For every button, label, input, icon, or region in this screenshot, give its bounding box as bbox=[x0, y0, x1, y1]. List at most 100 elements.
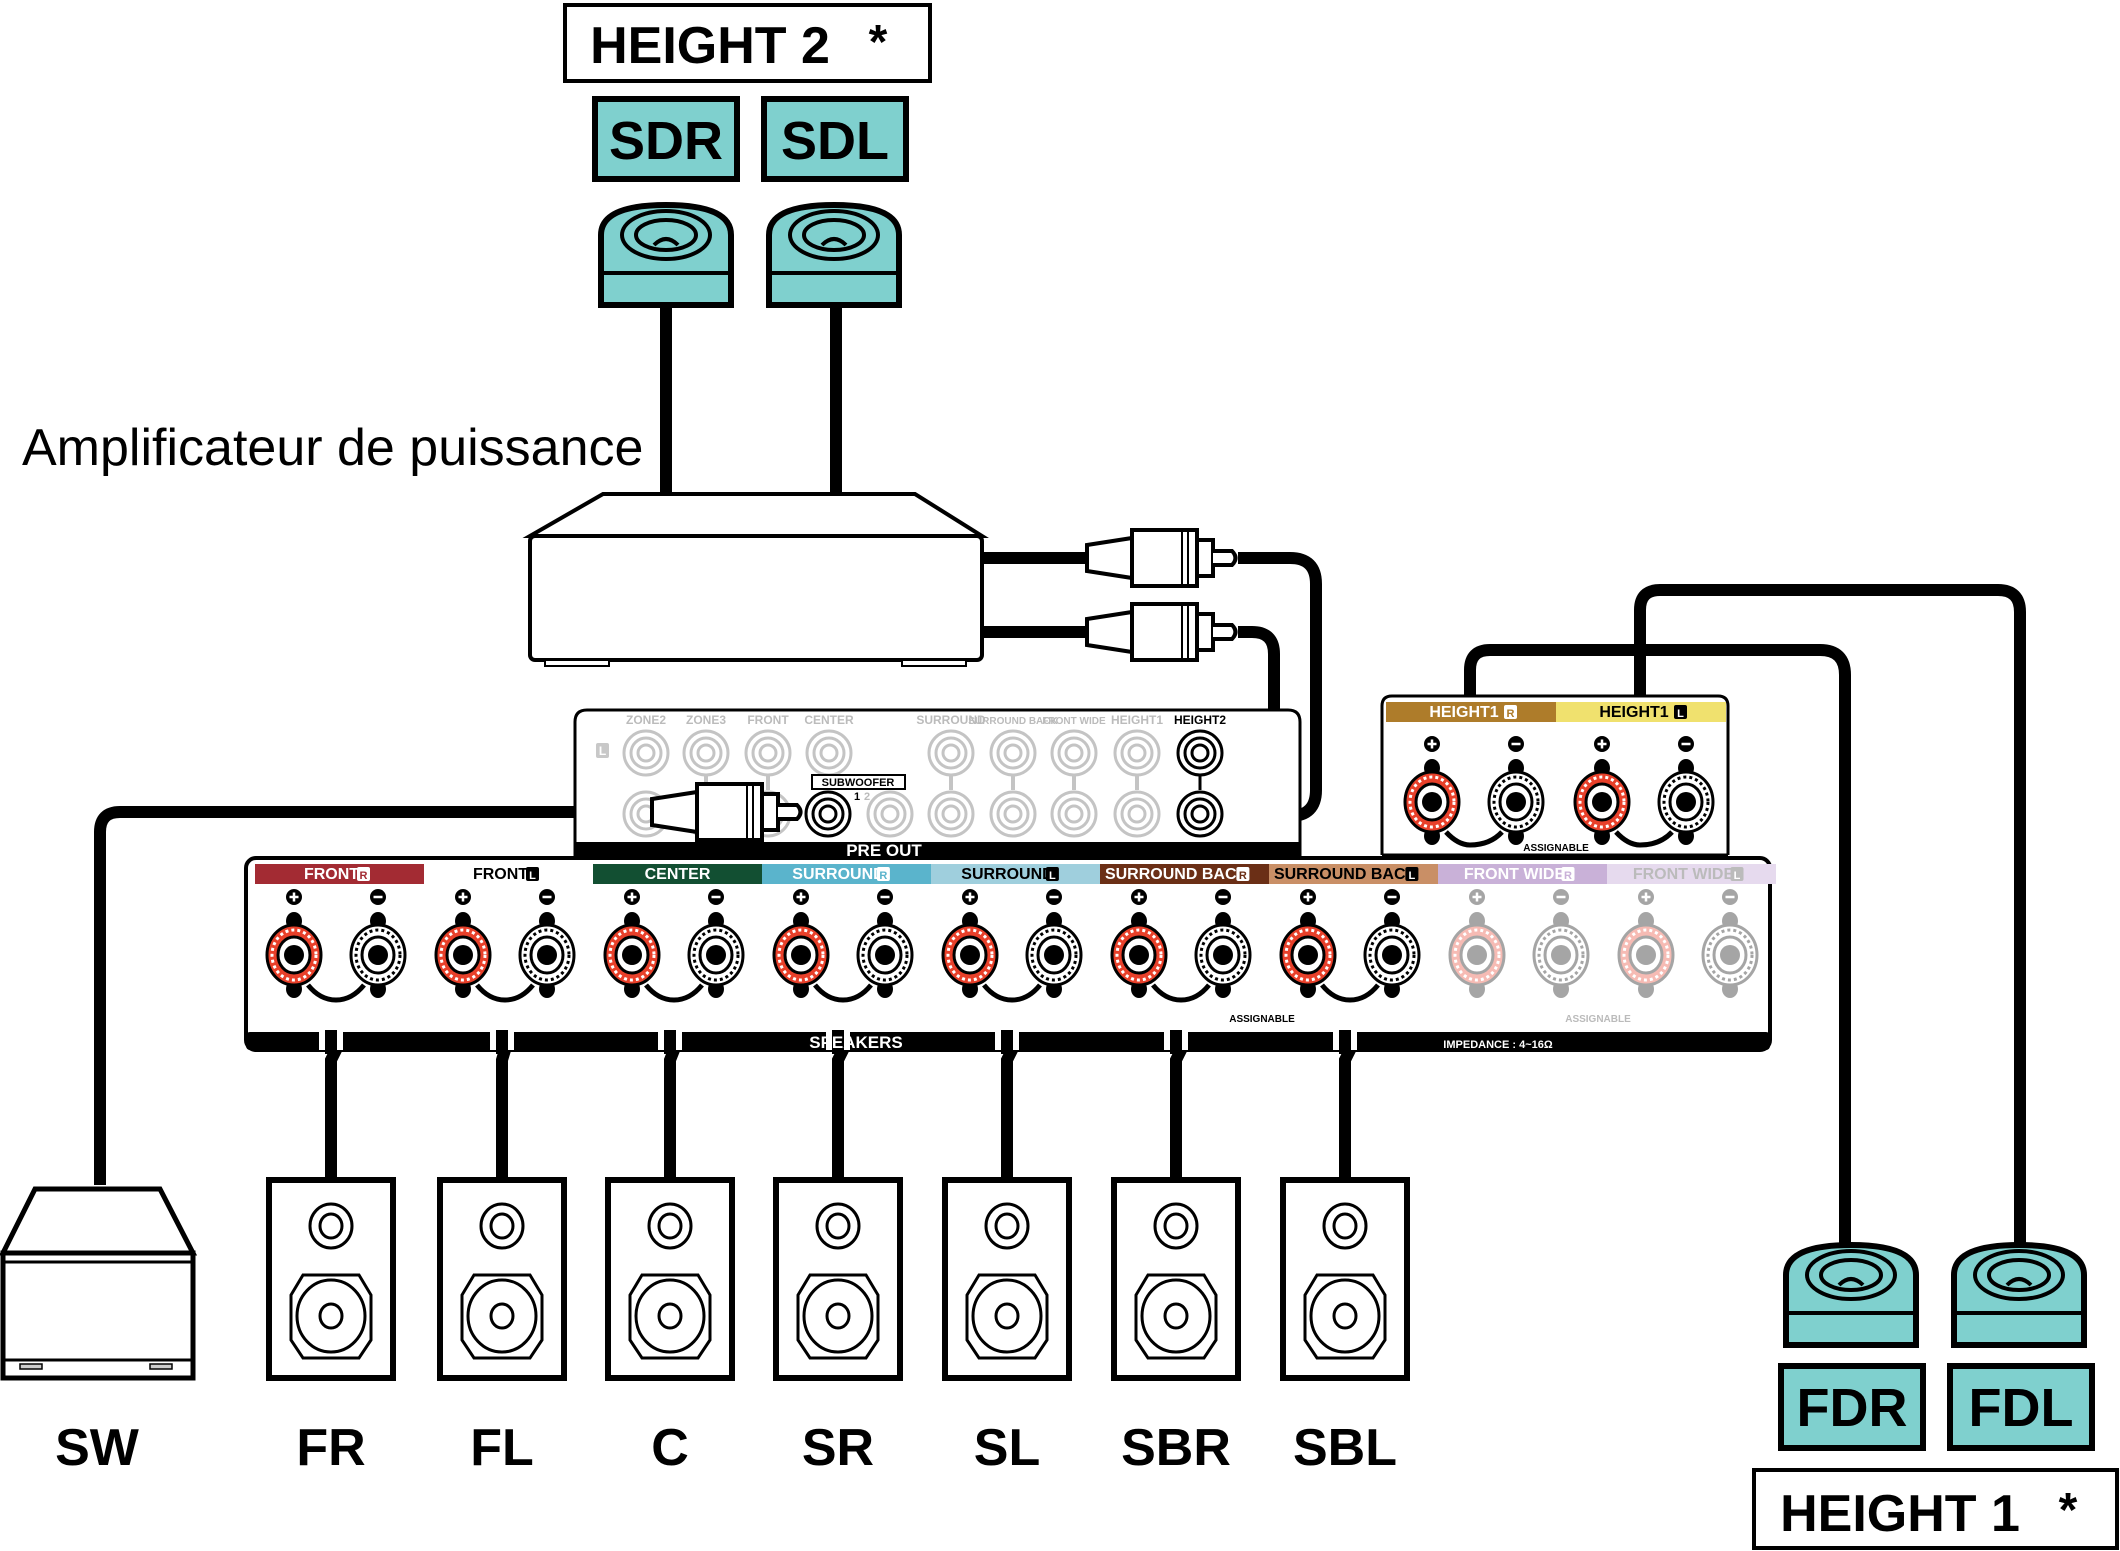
terminal-positive bbox=[1279, 912, 1337, 998]
speaker-label-c: C bbox=[651, 1419, 689, 1477]
terminal-knurl bbox=[270, 928, 318, 982]
height1-assignable: ASSIGNABLE bbox=[1523, 843, 1589, 854]
terminal-ring bbox=[1543, 935, 1579, 975]
preout-title: PRE OUT bbox=[846, 841, 922, 860]
fdl-label: FDL bbox=[1969, 1378, 2074, 1438]
sign-badge bbox=[1469, 889, 1485, 905]
height1-group: FDR FDL HEIGHT 1 * bbox=[1752, 1241, 2119, 1550]
rca-plug-sleeve bbox=[1195, 538, 1215, 578]
terminal-hole bbox=[791, 945, 811, 965]
tweeter-inner bbox=[1332, 1212, 1358, 1240]
woofer-frame bbox=[1303, 1273, 1387, 1360]
speaker-sr: SR bbox=[773, 1177, 903, 1477]
rca-jack-ring-mid bbox=[751, 736, 785, 770]
terminal-wire-positive bbox=[306, 983, 337, 1003]
woofer-cone bbox=[634, 1278, 706, 1354]
bar-cable bbox=[1170, 1030, 1182, 1054]
terminal-hole bbox=[453, 945, 473, 965]
height-speaker-cone-inner bbox=[634, 218, 698, 252]
speakers-title: SPEAKERS bbox=[809, 1033, 903, 1052]
height-speaker-fdl bbox=[1951, 1241, 2087, 1348]
rca-plug-body bbox=[1130, 528, 1199, 588]
sign-badge bbox=[1638, 889, 1654, 905]
preout-l-marker bbox=[596, 743, 609, 758]
bar-cable bbox=[496, 1030, 508, 1054]
rca-plug-collar bbox=[650, 789, 699, 835]
subwoofer-num-2: 2 bbox=[864, 791, 870, 803]
terminal-wire-positive bbox=[1320, 983, 1351, 1003]
tweeter-outer bbox=[647, 1202, 693, 1250]
tweeter-outer bbox=[1153, 1202, 1199, 1250]
woofer-cone bbox=[466, 1278, 538, 1354]
height2-label-box bbox=[563, 3, 932, 83]
terminal-negative bbox=[1194, 912, 1252, 998]
cable-fdr bbox=[1464, 644, 1851, 1255]
terminal-positive bbox=[1448, 912, 1506, 998]
side-marker-box bbox=[1236, 867, 1250, 881]
terminal-knurl bbox=[946, 928, 994, 982]
minus-icon bbox=[708, 889, 724, 905]
height1-label: HEIGHT 1 bbox=[1780, 1485, 2020, 1543]
terminal-negative bbox=[349, 912, 407, 998]
speaker-label-sl: SL bbox=[974, 1419, 1040, 1477]
terminal-hole bbox=[706, 945, 726, 965]
channel-label: SURROUND bbox=[961, 866, 1053, 883]
sign-badge bbox=[1553, 889, 1569, 905]
terminal-wire-positive bbox=[1614, 830, 1641, 848]
bar-cable bbox=[1339, 1030, 1351, 1054]
minus-icon bbox=[1553, 889, 1569, 905]
amplifier-top bbox=[522, 492, 989, 538]
terminal-tab-bottom bbox=[1553, 980, 1569, 998]
speaker-c: C bbox=[605, 1177, 735, 1477]
terminal-tab-top bbox=[1553, 912, 1569, 930]
terminal-wire-negative bbox=[673, 983, 704, 1003]
terminal-ring bbox=[1628, 935, 1664, 975]
terminal-hole bbox=[1636, 945, 1656, 965]
tweeter-inner bbox=[489, 1212, 515, 1240]
plus-icon bbox=[624, 889, 640, 905]
rca-jack-ring-mid bbox=[811, 797, 845, 831]
speaker-fr: FR bbox=[266, 1177, 396, 1477]
plus-icon bbox=[455, 889, 471, 905]
minus-icon bbox=[1384, 889, 1400, 905]
bar-cable bbox=[832, 1030, 844, 1054]
terminal-hole bbox=[1382, 945, 1402, 965]
rca-jack-ring-mid bbox=[689, 736, 723, 770]
terminal-wire-negative bbox=[1349, 983, 1380, 1003]
speaker-channel-center: CENTER bbox=[593, 864, 762, 1003]
terminal-positive bbox=[434, 912, 492, 998]
terminal-knurl bbox=[777, 928, 825, 982]
side-marker: R bbox=[1507, 708, 1515, 720]
terminal-negative bbox=[518, 912, 576, 998]
height1-frame bbox=[1380, 694, 1730, 855]
woofer-cone bbox=[295, 1278, 367, 1354]
terminal-hole bbox=[622, 945, 642, 965]
subwoofer-label: SUBWOOFER bbox=[822, 777, 895, 789]
terminal-knurl bbox=[1492, 775, 1540, 829]
rca-jack-ring-mid bbox=[1057, 736, 1091, 770]
channel-label: SURROUND BACK bbox=[1105, 866, 1249, 883]
side-marker: L bbox=[1677, 708, 1684, 720]
preout-l-marker-text: L bbox=[599, 744, 606, 758]
terminal-outer bbox=[1532, 923, 1590, 987]
terminal-knurl bbox=[1115, 928, 1163, 982]
assignable-label-fw: ASSIGNABLE bbox=[1565, 1014, 1631, 1025]
side-marker-box bbox=[1730, 867, 1744, 881]
amplifier-foot-left bbox=[544, 659, 610, 667]
speaker-label-fr: FR bbox=[296, 1419, 365, 1477]
terminal-wire-negative bbox=[504, 983, 535, 1003]
terminal-outer bbox=[1448, 923, 1506, 987]
terminal-outer bbox=[1701, 923, 1759, 987]
terminal-knurl bbox=[1706, 928, 1754, 982]
terminal-positive bbox=[1403, 759, 1461, 845]
rca-jack-ring-inner bbox=[1127, 743, 1147, 763]
amplifier-foot-right bbox=[901, 659, 967, 667]
subwoofer-top bbox=[0, 1186, 198, 1256]
side-marker-box bbox=[1405, 867, 1419, 881]
terminal-wire-positive bbox=[1444, 830, 1471, 848]
